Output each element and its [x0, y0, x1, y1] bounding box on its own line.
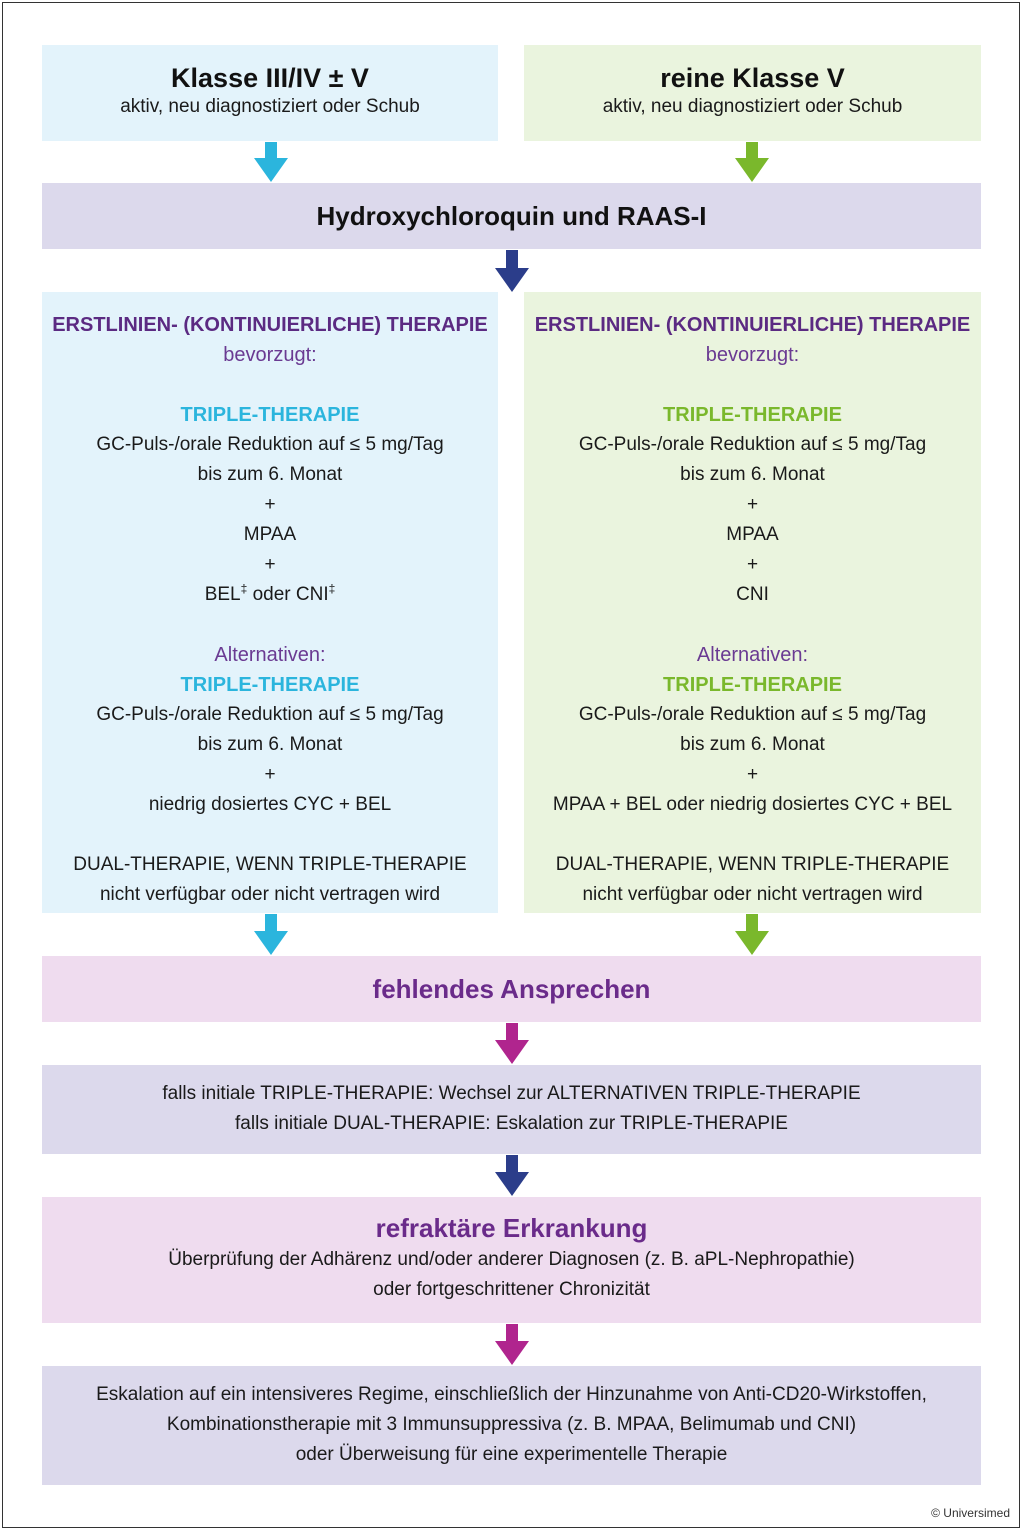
- first-line-heading: ERSTLINIEN- (KONTINUIERLICHE) THERAPIE: [534, 314, 971, 336]
- copyright-notice: © Universimed: [931, 1506, 1010, 1520]
- bel-text: BEL: [204, 584, 241, 605]
- plus-sign: +: [264, 764, 276, 785]
- plus-sign: +: [264, 554, 276, 575]
- class-v-box: reine Klasse V aktiv, neu diagnostiziert…: [524, 45, 981, 141]
- right-therapy-panel: ERSTLINIEN- (KONTINUIERLICHE) THERAPIE b…: [524, 292, 981, 913]
- plus-sign: +: [746, 554, 759, 575]
- alt-month-line: bis zum 6. Monat: [197, 734, 343, 755]
- month-line: bis zum 6. Monat: [197, 464, 343, 485]
- dagger-mark: ‡: [240, 581, 248, 596]
- escalation-box: Eskalation auf ein intensiveres Regime, …: [42, 1366, 981, 1485]
- refractory-box: refraktäre Erkrankung Überprüfung der Ad…: [42, 1197, 981, 1323]
- left-therapy-panel: ERSTLINIEN- (KONTINUIERLICHE) THERAPIE b…: [42, 292, 498, 913]
- refractory-title: refraktäre Erkrankung: [375, 1213, 648, 1243]
- plus-sign: +: [746, 764, 759, 785]
- arrow-down-icon: [495, 1023, 529, 1064]
- alt-gc-reduction: GC-Puls-/orale Reduktion auf ≤ 5 mg/Tag: [96, 704, 444, 725]
- alt-combo-line: MPAA + BEL oder niedrig dosiertes CYC + …: [552, 794, 953, 815]
- alt-triple-therapy-label: TRIPLE-THERAPIE: [180, 674, 360, 696]
- arrow-down-icon: [254, 142, 288, 182]
- alt-month-line: bis zum 6. Monat: [680, 734, 825, 755]
- mpaa-line: MPAA: [726, 524, 779, 545]
- month-line: bis zum 6. Monat: [680, 464, 825, 485]
- plus-sign: +: [264, 494, 276, 515]
- class-v-subtitle: aktiv, neu diagnostiziert oder Schub: [602, 96, 903, 117]
- cni-line: CNI: [736, 584, 769, 605]
- hydroxychloroquin-label: Hydroxychloroquin und RAAS-I: [316, 201, 707, 231]
- plus-sign: +: [746, 494, 759, 515]
- class-iii-iv-box: Klasse III/IV ± V aktiv, neu diagnostizi…: [42, 45, 498, 141]
- alternatives-label: Alternativen:: [214, 644, 326, 666]
- first-line-heading: ERSTLINIEN- (KONTINUIERLICHE) THERAPIE: [52, 314, 488, 336]
- dagger-mark: ‡: [328, 581, 336, 596]
- bel-cni-line: BEL‡ oder CNI‡: [42, 580, 498, 610]
- dual-therapy-line: DUAL-THERAPIE, WENN TRIPLE-THERAPIE: [73, 854, 467, 875]
- preferred-label: bevorzugt:: [223, 344, 317, 366]
- arrow-down-icon: [735, 914, 769, 955]
- class-v-title: reine Klasse V: [660, 63, 845, 93]
- arrow-down-icon: [735, 142, 769, 182]
- class-iii-iv-subtitle: aktiv, neu diagnostiziert oder Schub: [120, 96, 420, 117]
- dual-therapy-condition: nicht verfügbar oder nicht vertragen wir…: [582, 884, 923, 905]
- therapy-switch-box: falls initiale TRIPLE-THERAPIE: Wechsel …: [42, 1065, 981, 1154]
- escalation-line-2: Kombinationstherapie mit 3 Immunsuppress…: [166, 1414, 857, 1435]
- oder-cni-text: oder CNI: [247, 584, 329, 605]
- triple-therapy-label: TRIPLE-THERAPIE: [180, 404, 360, 426]
- preferred-label: bevorzugt:: [705, 344, 800, 366]
- switch-line-dual: falls initiale DUAL-THERAPIE: Eskalation…: [235, 1113, 788, 1134]
- no-response-label: fehlendes Ansprechen: [372, 974, 651, 1004]
- gc-reduction: GC-Puls-/orale Reduktion auf ≤ 5 mg/Tag: [578, 434, 927, 455]
- alt-triple-therapy-label: TRIPLE-THERAPIE: [663, 674, 842, 696]
- class-iii-iv-title: Klasse III/IV ± V: [171, 63, 369, 93]
- arrow-down-icon: [495, 1324, 529, 1365]
- alt-combo-line: niedrig dosiertes CYC + BEL: [148, 794, 392, 815]
- no-response-box: fehlendes Ansprechen: [42, 956, 981, 1022]
- switch-line-triple: falls initiale TRIPLE-THERAPIE: Wechsel …: [162, 1083, 861, 1104]
- dual-therapy-condition: nicht verfügbar oder nicht vertragen wir…: [99, 884, 441, 905]
- dual-therapy-line: DUAL-THERAPIE, WENN TRIPLE-THERAPIE: [555, 854, 950, 875]
- triple-therapy-label: TRIPLE-THERAPIE: [663, 404, 842, 426]
- arrow-down-icon: [254, 914, 288, 955]
- arrow-down-icon: [495, 1155, 529, 1196]
- arrow-down-icon: [495, 250, 529, 292]
- escalation-line-3: oder Überweisung für eine experimentelle…: [295, 1444, 728, 1465]
- refractory-line-adherence: Überprüfung der Adhärenz und/oder andere…: [168, 1249, 855, 1270]
- gc-reduction: GC-Puls-/orale Reduktion auf ≤ 5 mg/Tag: [96, 434, 444, 455]
- refractory-line-chronicity: oder fortgeschrittener Chronizität: [373, 1279, 650, 1300]
- escalation-line-1: Eskalation auf ein intensiveres Regime, …: [96, 1384, 927, 1405]
- alternatives-label: Alternativen:: [696, 644, 809, 666]
- alt-gc-reduction: GC-Puls-/orale Reduktion auf ≤ 5 mg/Tag: [578, 704, 927, 725]
- mpaa-line: MPAA: [243, 524, 297, 545]
- hydroxychloroquin-box: Hydroxychloroquin und RAAS-I: [42, 183, 981, 249]
